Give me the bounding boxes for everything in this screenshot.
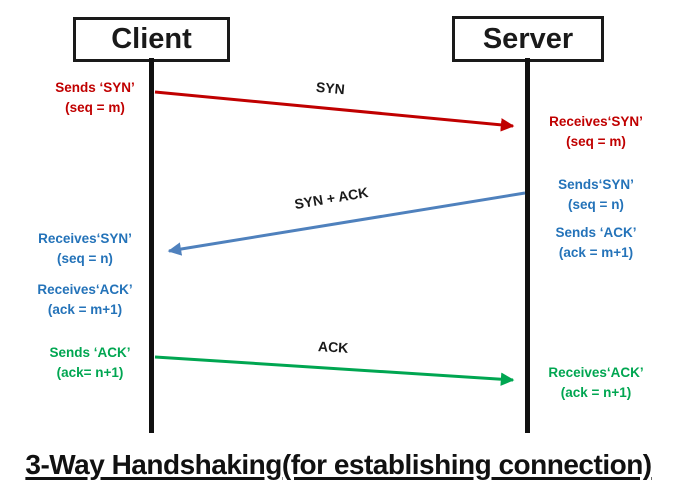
- annotation-line: Sends ‘ACK’: [555, 225, 637, 240]
- annotation-line: Receives‘SYN’: [549, 114, 643, 129]
- annotation-line: (ack = m+1): [47, 302, 123, 317]
- server-sends-syn-annotation: Sends‘SYN’ (seq = n): [526, 175, 666, 215]
- annotation-line: Receives‘SYN’: [38, 231, 132, 246]
- client-receives-ack-annotation: Receives‘ACK’ (ack = m+1): [15, 280, 155, 320]
- server-receives-ack-annotation: Receives‘ACK’ (ack = n+1): [526, 363, 666, 403]
- annotation-line: (seq = m): [566, 134, 626, 149]
- annotation-line: (ack = n+1): [560, 385, 632, 400]
- syn-ack-arrow: [167, 191, 526, 256]
- annotation-line: Receives‘ACK’: [37, 282, 133, 297]
- server-lifeline: [525, 58, 530, 433]
- client-sends-syn-annotation: Sends ‘SYN’ (seq = m): [25, 78, 165, 118]
- annotation-line: (seq = n): [57, 251, 113, 266]
- annotation-line: (ack = m+1): [558, 245, 634, 260]
- diagram-title: 3-Way Handshaking(for establishing conne…: [0, 449, 677, 481]
- server-label: Server: [482, 22, 574, 55]
- server-receives-syn-annotation: Receives‘SYN’ (seq = m): [526, 112, 666, 152]
- client-lifeline: [149, 58, 154, 433]
- annotation-line: (ack= n+1): [56, 365, 124, 380]
- annotation-line: Sends ‘ACK’: [49, 345, 131, 360]
- client-label: Client: [111, 23, 192, 55]
- diagram-title-text: 3-Way Handshaking(for establishing conne…: [25, 449, 652, 480]
- ack-arrow-label: ACK: [317, 338, 349, 356]
- annotation-line: Receives‘ACK’: [548, 365, 644, 380]
- annotation-line: (seq = n): [568, 197, 624, 212]
- annotation-line: Sends ‘SYN’: [55, 80, 135, 95]
- client-receives-syn-annotation: Receives‘SYN’ (seq = n): [15, 229, 155, 269]
- annotation-line: (seq = m): [65, 100, 125, 115]
- syn-arrow: [154, 90, 515, 132]
- annotation-line: Sends‘SYN’: [558, 177, 634, 192]
- ack-arrow: [154, 355, 515, 386]
- server-sends-ack-annotation: Sends ‘ACK’ (ack = m+1): [526, 223, 666, 263]
- syn-arrow-label: SYN: [315, 78, 346, 98]
- client-actor-box: Client: [73, 17, 230, 62]
- client-sends-ack-annotation: Sends ‘ACK’ (ack= n+1): [20, 343, 160, 383]
